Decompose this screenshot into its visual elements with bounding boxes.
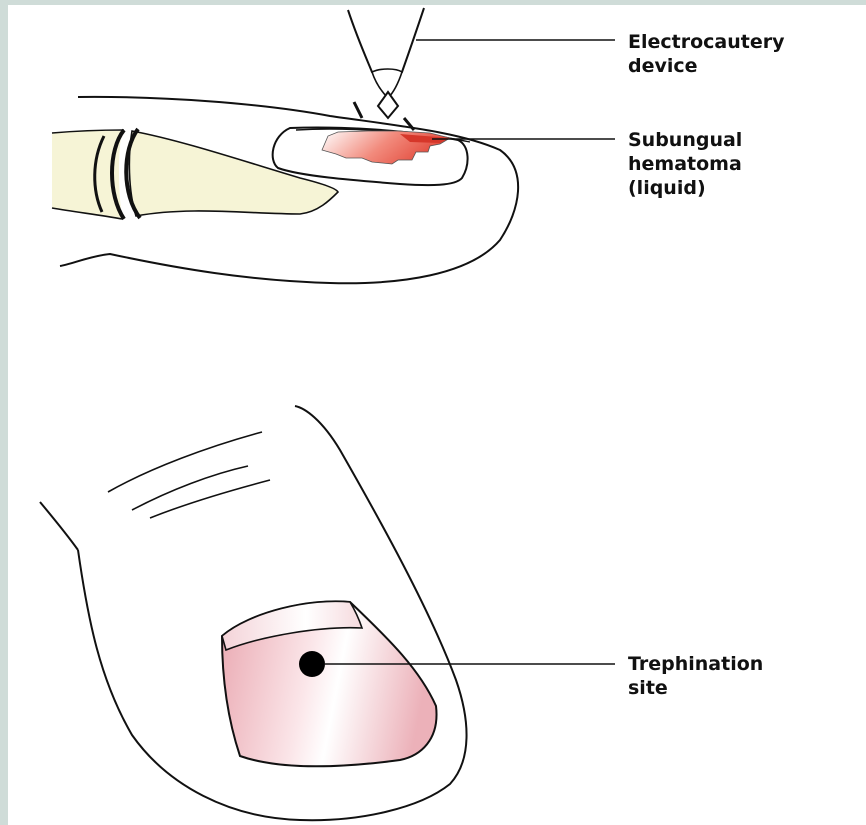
finger-side-view bbox=[52, 8, 615, 283]
electrocautery-device-body bbox=[348, 8, 424, 72]
crease-line-1 bbox=[108, 432, 262, 492]
label-subungual-hematoma: Subungual hematoma (liquid) bbox=[628, 128, 742, 200]
finger-top-view bbox=[40, 406, 615, 820]
label-electrocautery-device: Electrocautery device bbox=[628, 30, 784, 78]
label-hematoma-line1: Subungual bbox=[628, 128, 742, 152]
electrocautery-tip bbox=[378, 92, 398, 118]
trephination-site-dot bbox=[299, 651, 325, 677]
label-trephination-site: Trephination site bbox=[628, 652, 763, 700]
heat-mark-left bbox=[354, 102, 362, 118]
label-hematoma-line2: hematoma bbox=[628, 152, 742, 176]
label-electrocautery-line1: Electrocautery bbox=[628, 30, 784, 54]
label-hematoma-line3: (liquid) bbox=[628, 176, 742, 200]
label-trephination-line1: Trephination bbox=[628, 652, 763, 676]
label-trephination-line2: site bbox=[628, 676, 763, 700]
crease-line-3 bbox=[150, 480, 270, 518]
label-electrocautery-line2: device bbox=[628, 54, 784, 78]
